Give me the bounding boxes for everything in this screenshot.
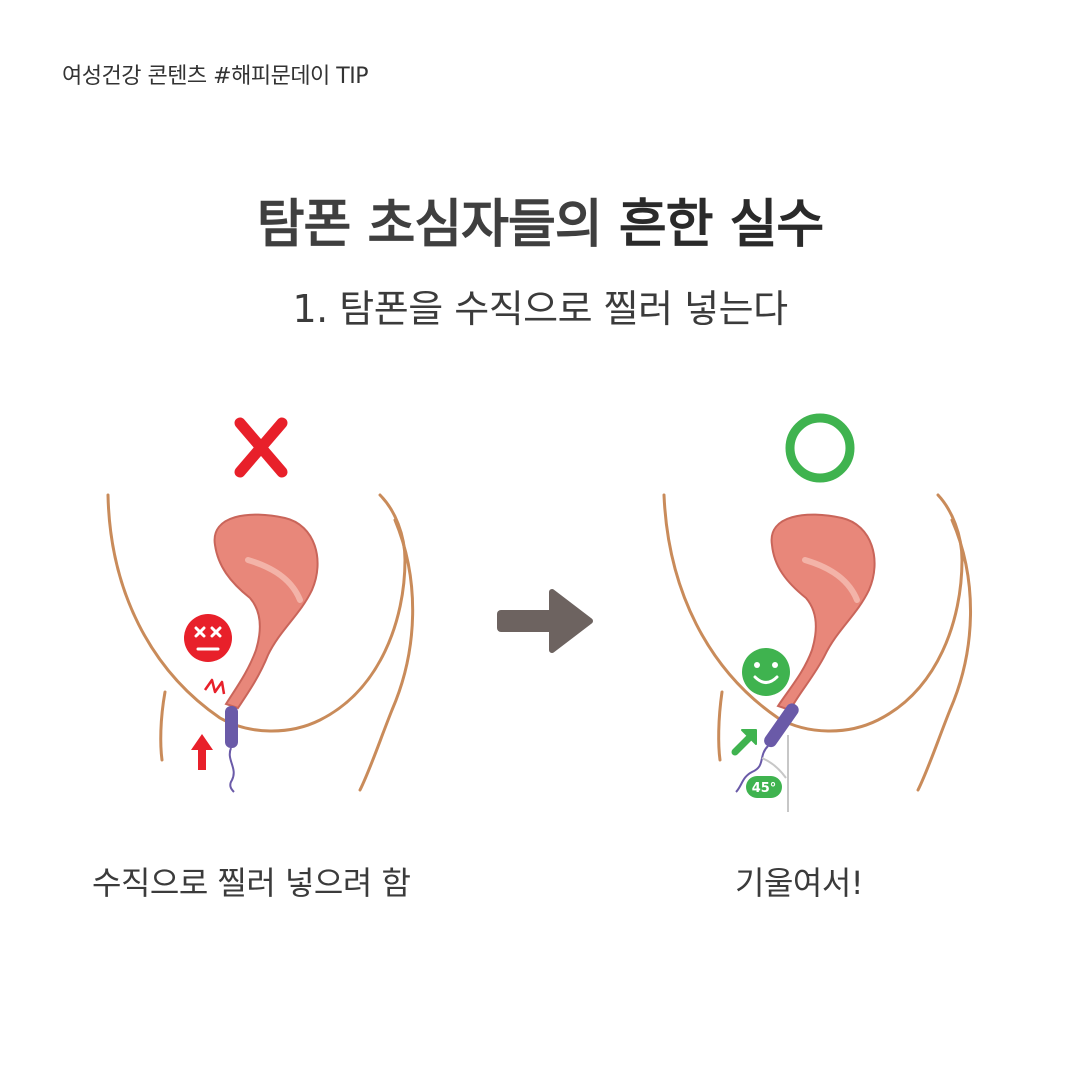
tampon-tilted — [735, 703, 799, 793]
body-outline — [106, 493, 415, 792]
next-arrow-icon — [497, 589, 593, 653]
title-emphasis: 흔한 실수 — [618, 195, 824, 255]
wrong-panel — [106, 417, 415, 793]
up-arrow-icon — [191, 734, 213, 770]
angle-label: 45° — [752, 781, 777, 796]
correct-caption: 기울여서! — [735, 864, 864, 902]
wrong-x-icon — [234, 417, 288, 478]
tampon-vertical — [225, 706, 238, 793]
page-title: 탐폰 초심자들의 흔한 실수 — [0, 182, 1080, 257]
page-subtitle: 1. 탐폰을 수직으로 찔러 넣는다 — [292, 287, 788, 331]
smiling-face-icon — [742, 648, 790, 696]
wrong-caption: 수직으로 찔러 넣으려 함 — [92, 864, 411, 902]
angle-badge: 45° — [746, 776, 782, 798]
angle-arc — [761, 757, 787, 779]
pain-spark-icon — [203, 678, 226, 695]
body-outline-right — [662, 493, 973, 792]
correct-o-icon — [785, 413, 855, 483]
dizzy-face-icon — [184, 614, 232, 662]
content-tag: 여성건강 콘텐츠 #해피문데이 TIP — [62, 64, 369, 89]
uterus-shape — [213, 513, 319, 710]
uterus-shape-right — [770, 513, 876, 712]
title-normal: 탐폰 초심자들의 — [256, 195, 619, 255]
right-panel: 45° — [662, 413, 973, 812]
diagonal-arrow-icon — [731, 729, 757, 756]
